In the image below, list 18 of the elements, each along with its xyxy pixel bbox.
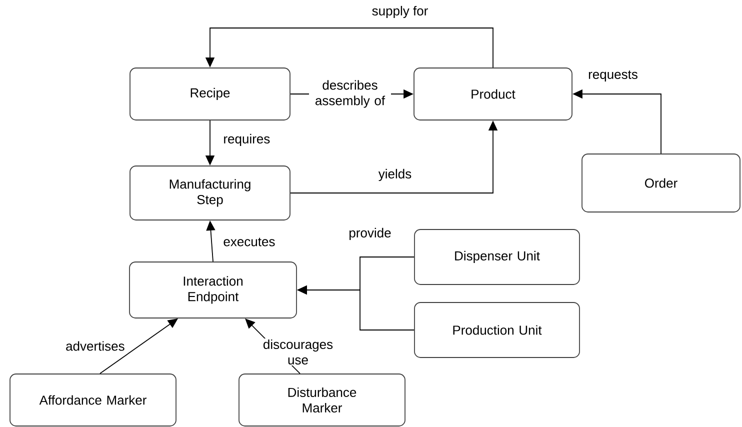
process-box: Production Unit xyxy=(414,302,580,358)
process-box: Recipe xyxy=(130,68,290,120)
edge-label: describes assembly of xyxy=(309,79,391,109)
edge-label: provide xyxy=(348,226,392,242)
edge-label: requires xyxy=(222,132,272,148)
process-box: Order xyxy=(582,154,740,212)
process-box: Manufacturing Step xyxy=(130,166,290,220)
process-box: Product xyxy=(414,68,572,120)
edge-label: supply for xyxy=(370,4,430,20)
edge-label: discourages use xyxy=(252,338,344,366)
process-box: Affordance Marker xyxy=(10,374,176,426)
edge-label: requests xyxy=(587,69,639,83)
edge-label: advertises xyxy=(64,340,126,352)
edge-label: yields xyxy=(377,168,413,182)
process-box: Disturbance Marker xyxy=(238,374,406,426)
edge-label: executes xyxy=(222,236,276,248)
process-box: Dispenser Unit xyxy=(414,229,580,285)
process-box: Interaction Endpoint xyxy=(129,262,297,318)
